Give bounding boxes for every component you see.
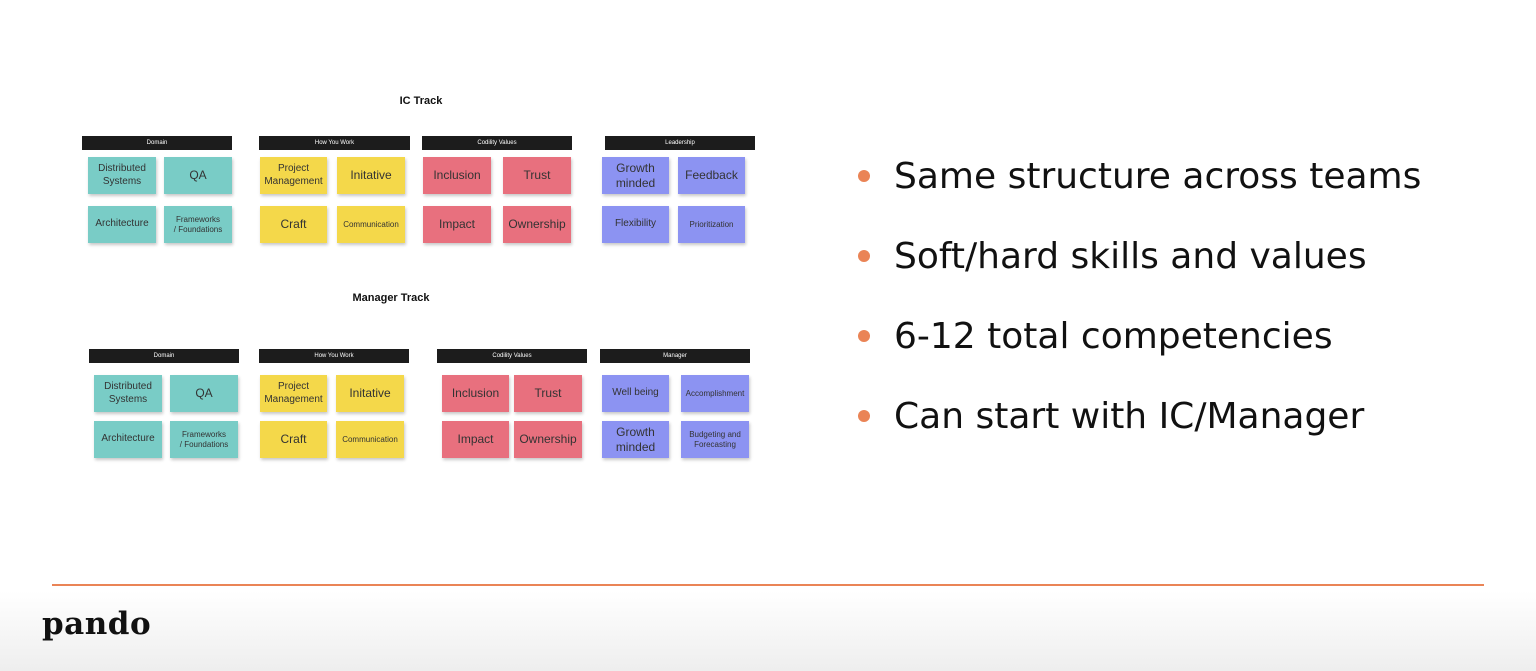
sticky-note-label: Distributed Systems bbox=[98, 163, 146, 187]
sticky-note: Architecture bbox=[88, 206, 156, 243]
sticky-note-label: Initative bbox=[349, 386, 391, 400]
sticky-note: Ownership bbox=[503, 206, 571, 243]
ic-category-header: Domain bbox=[82, 136, 232, 150]
sticky-note-label: Communication bbox=[343, 219, 399, 229]
sticky-note: QA bbox=[164, 157, 232, 194]
sticky-note: Initative bbox=[337, 157, 405, 194]
sticky-note-label: Impact bbox=[457, 432, 494, 446]
bullet-item: Same structure across teams bbox=[858, 136, 1421, 216]
sticky-note-label: Ownership bbox=[519, 432, 577, 446]
sticky-note-label: Budgeting and Forecasting bbox=[689, 429, 741, 449]
bullet-dot-icon bbox=[858, 330, 870, 342]
sticky-note: Architecture bbox=[94, 421, 162, 458]
pando-logo: pando bbox=[42, 606, 152, 642]
manager-track-title: Manager Track bbox=[352, 292, 430, 304]
sticky-note-label: Architecture bbox=[101, 433, 155, 445]
ic-track-title: IC Track bbox=[399, 95, 443, 107]
sticky-note: Inclusion bbox=[442, 375, 509, 412]
footer-background bbox=[0, 591, 1536, 671]
sticky-note: Trust bbox=[503, 157, 571, 194]
sticky-note: Communication bbox=[337, 206, 405, 243]
sticky-note: Trust bbox=[514, 375, 582, 412]
sticky-note: Craft bbox=[260, 421, 327, 458]
sticky-note: Ownership bbox=[514, 421, 582, 458]
bullet-text: 6-12 total competencies bbox=[894, 315, 1333, 357]
sticky-note: Feedback bbox=[678, 157, 745, 194]
sticky-note: Initative bbox=[336, 375, 404, 412]
sticky-note-label: Inclusion bbox=[433, 168, 481, 182]
sticky-note: Growth minded bbox=[602, 421, 669, 458]
manager-category-header: Manager bbox=[600, 349, 750, 363]
sticky-note: Communication bbox=[336, 421, 404, 458]
sticky-note-label: Communication bbox=[342, 434, 398, 444]
ic-category-header: Codility Values bbox=[422, 136, 572, 150]
sticky-note-label: Project Management bbox=[264, 381, 323, 405]
sticky-note-label: Distributed Systems bbox=[104, 381, 152, 405]
manager-category-header: Domain bbox=[89, 349, 239, 363]
bullet-dot-icon bbox=[858, 410, 870, 422]
bullet-text: Soft/hard skills and values bbox=[894, 235, 1367, 277]
bullet-item: 6-12 total competencies bbox=[858, 296, 1421, 376]
sticky-note: Frameworks / Foundations bbox=[170, 421, 238, 458]
bullet-dot-icon bbox=[858, 250, 870, 262]
manager-category-header: How You Work bbox=[259, 349, 409, 363]
sticky-note-label: Growth minded bbox=[615, 160, 656, 190]
sticky-note: QA bbox=[170, 375, 238, 412]
sticky-note-label: QA bbox=[195, 386, 213, 400]
sticky-note-label: QA bbox=[189, 168, 207, 182]
sticky-note: Accomplishment bbox=[681, 375, 749, 412]
sticky-note-label: Ownership bbox=[508, 217, 566, 231]
sticky-note-label: Frameworks / Foundations bbox=[179, 429, 229, 449]
sticky-note: Impact bbox=[423, 206, 491, 243]
sticky-note-label: Frameworks / Foundations bbox=[173, 214, 223, 234]
sticky-note: Budgeting and Forecasting bbox=[681, 421, 749, 458]
bullet-text: Same structure across teams bbox=[894, 155, 1422, 197]
sticky-note-label: Prioritization bbox=[689, 219, 734, 229]
sticky-note: Well being bbox=[602, 375, 669, 412]
sticky-note: Distributed Systems bbox=[94, 375, 162, 412]
sticky-note: Prioritization bbox=[678, 206, 745, 243]
sticky-note-label: Well being bbox=[612, 387, 659, 399]
sticky-note: Project Management bbox=[260, 375, 327, 412]
sticky-note-label: Architecture bbox=[95, 218, 149, 230]
sticky-note-label: Trust bbox=[523, 168, 551, 182]
sticky-note: Craft bbox=[260, 206, 327, 243]
sticky-note-label: Impact bbox=[438, 217, 475, 231]
footer-divider bbox=[52, 584, 1484, 586]
sticky-note-label: Accomplishment bbox=[685, 388, 745, 398]
bullet-text: Can start with IC/Manager bbox=[894, 395, 1365, 437]
sticky-note-label: Craft bbox=[280, 217, 307, 231]
sticky-note-label: Project Management bbox=[264, 163, 323, 187]
sticky-note: Inclusion bbox=[423, 157, 491, 194]
sticky-note: Distributed Systems bbox=[88, 157, 156, 194]
ic-category-header: How You Work bbox=[259, 136, 410, 150]
sticky-note-label: Craft bbox=[280, 432, 307, 446]
sticky-note: Project Management bbox=[260, 157, 327, 194]
sticky-note-label: Flexibility bbox=[614, 218, 657, 230]
sticky-note-label: Trust bbox=[534, 386, 562, 400]
sticky-note: Flexibility bbox=[602, 206, 669, 243]
sticky-note: Growth minded bbox=[602, 157, 669, 194]
sticky-note: Impact bbox=[442, 421, 509, 458]
manager-category-header: Codility Values bbox=[437, 349, 587, 363]
sticky-note-label: Growth minded bbox=[615, 424, 656, 454]
bullet-item: Soft/hard skills and values bbox=[858, 216, 1421, 296]
sticky-note-label: Inclusion bbox=[451, 386, 500, 400]
bullet-item: Can start with IC/Manager bbox=[858, 376, 1421, 456]
sticky-note-label: Feedback bbox=[685, 168, 738, 182]
bullet-dot-icon bbox=[858, 170, 870, 182]
sticky-note-label: Initative bbox=[350, 168, 392, 182]
sticky-note: Frameworks / Foundations bbox=[164, 206, 232, 243]
bullet-list: Same structure across teams Soft/hard sk… bbox=[858, 136, 1421, 456]
ic-category-header: Leadership bbox=[605, 136, 755, 150]
